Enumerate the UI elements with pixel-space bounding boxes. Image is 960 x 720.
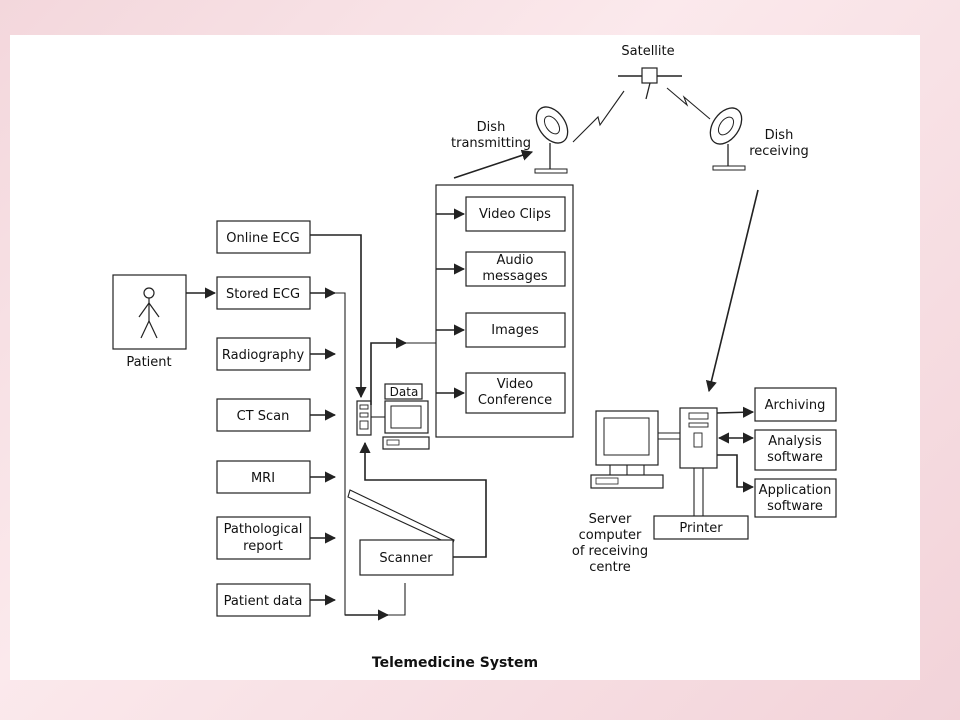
service-archiving: Archiving <box>754 387 837 422</box>
telemedicine-diagram: Patient Online ECG Stored ECG Radiograph… <box>112 44 837 671</box>
svg-text:Stored ECG: Stored ECG <box>226 287 300 302</box>
svg-text:Scanner: Scanner <box>379 551 433 566</box>
pathological-line-1: Pathological <box>224 522 303 537</box>
analysis-line-2: software <box>767 450 823 465</box>
svg-text:CT Scan: CT Scan <box>237 409 290 424</box>
data-computer: Data <box>382 383 430 450</box>
application-line-2: software <box>767 499 823 514</box>
input-stored-ecg: Stored ECG <box>216 276 311 310</box>
input-pathological-report: Pathological report <box>216 516 311 560</box>
output-images: Images <box>465 312 566 348</box>
svg-text:Printer: Printer <box>679 521 723 536</box>
dish-receiving-icon <box>709 107 746 171</box>
signal-uplink-icon <box>572 90 625 143</box>
video-conference-line-1: Video <box>497 377 533 392</box>
satellite-icon <box>618 67 682 100</box>
input-mri: MRI <box>216 460 311 494</box>
output-video-clips: Video Clips <box>465 196 566 232</box>
satellite-label: Satellite <box>621 44 674 59</box>
svg-text:Online ECG: Online ECG <box>226 231 299 246</box>
pathological-line-2: report <box>243 539 283 554</box>
analysis-line-1: Analysis <box>768 434 822 449</box>
patient-icon <box>138 287 160 339</box>
input-ct-scan: CT Scan <box>216 398 311 432</box>
patient-label: Patient <box>126 355 171 370</box>
svg-text:MRI: MRI <box>251 471 275 486</box>
svg-text:Data: Data <box>390 385 419 399</box>
server-computer <box>590 410 664 489</box>
svg-text:Patient data: Patient data <box>224 594 303 609</box>
application-line-1: Application <box>759 483 832 498</box>
audio-line-1: Audio <box>497 253 534 268</box>
signal-downlink-icon <box>666 87 711 120</box>
dish-transmitting-icon <box>534 106 569 174</box>
slide-panel: Patient Online ECG Stored ECG Radiograph… <box>10 35 920 680</box>
receiving-hub <box>679 407 718 469</box>
svg-text:Video Clips: Video Clips <box>479 207 551 222</box>
video-conference-line-2: Conference <box>478 393 552 408</box>
svg-text:Archiving: Archiving <box>765 398 826 413</box>
audio-line-2: messages <box>482 269 547 284</box>
input-online-ecg: Online ECG <box>216 220 311 254</box>
svg-text:Radiography: Radiography <box>222 348 305 363</box>
hub-unit <box>356 400 372 436</box>
svg-text:Images: Images <box>491 323 539 338</box>
input-radiography: Radiography <box>216 337 311 371</box>
input-patient-data: Patient data <box>216 583 311 617</box>
scanner: Scanner <box>347 489 455 576</box>
diagram-title: Telemedicine System <box>372 655 538 671</box>
printer: Printer <box>653 515 749 540</box>
